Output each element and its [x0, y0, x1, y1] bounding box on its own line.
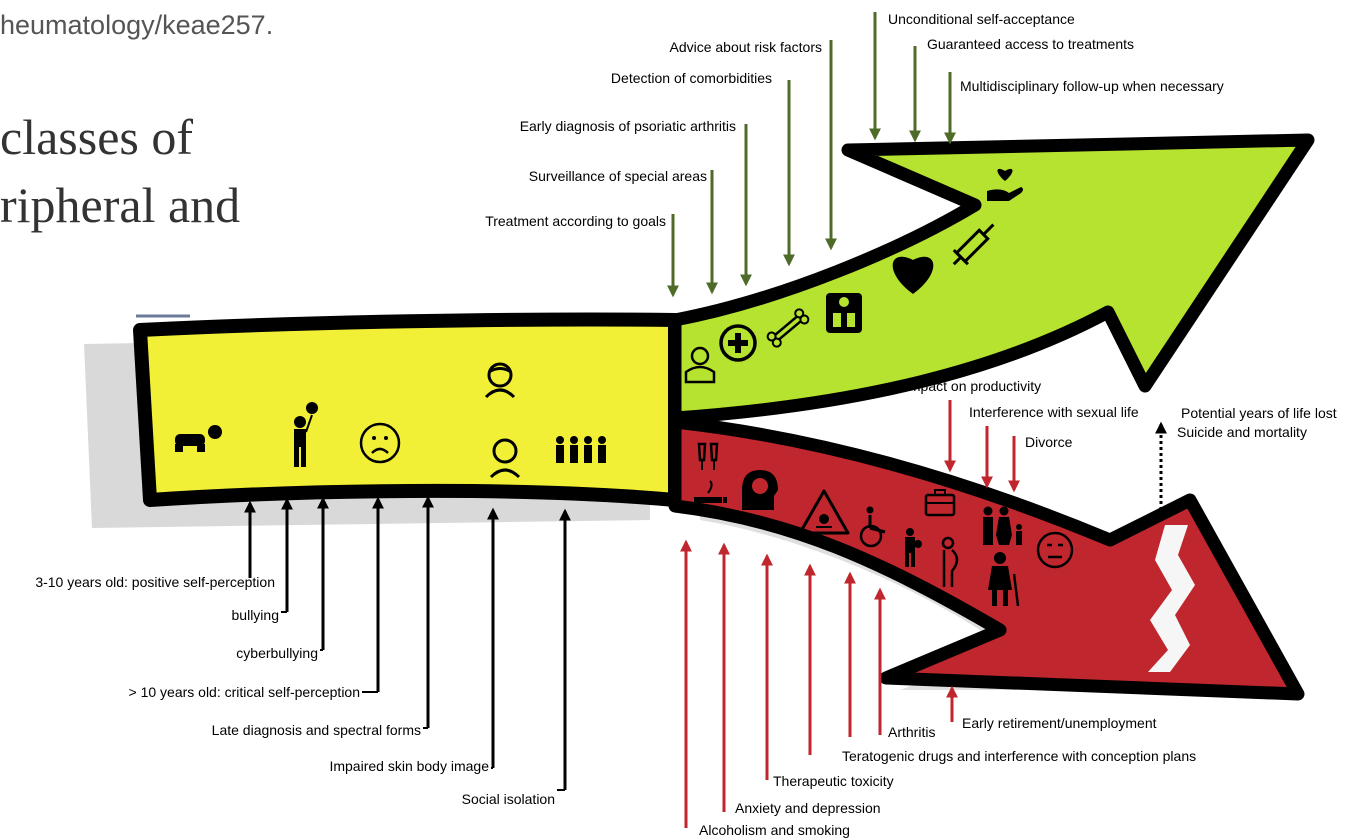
positive-factor-label: Guaranteed access to treatments	[927, 36, 1134, 52]
childhood-factor-label: 3-10 years old: positive self-perception	[35, 574, 275, 590]
smoking-icon	[694, 480, 727, 503]
negative-factor-label: Alcoholism and smoking	[699, 822, 850, 838]
negative-top-factor-label: Interference with sexual life	[969, 404, 1139, 420]
crawling-baby-icon	[175, 425, 222, 452]
negative-factor-label: Arthritis	[888, 724, 935, 740]
couple-with-child-icon	[983, 506, 1022, 545]
positive-branch	[668, 133, 1315, 425]
positive-factor-label: Multidisciplinary follow-up when necessa…	[960, 78, 1224, 94]
weighing-scale-icon	[826, 293, 862, 333]
negative-factor-label: Teratogenic drugs and interference with …	[842, 748, 1196, 764]
negative-branch	[668, 415, 1305, 701]
group-of-children-icon	[556, 436, 606, 463]
crack-mark	[1148, 525, 1195, 672]
negative-factor-label: Therapeutic toxicity	[773, 773, 894, 789]
pregnant-woman-icon	[941, 536, 959, 587]
positive-factor-label: Advice about risk factors	[669, 39, 822, 55]
positive-factor-label: Unconditional self-acceptance	[888, 11, 1075, 27]
neutral-face-icon	[1036, 531, 1074, 569]
girl-icon	[484, 362, 516, 399]
briefcase-icon	[924, 489, 956, 517]
brain-icon	[742, 470, 778, 510]
heart-icon	[892, 256, 934, 294]
positive-factor-label: Early diagnosis of psoriatic arthritis	[520, 118, 736, 134]
negative-top-factor-label: Impact on productivity	[905, 378, 1041, 394]
negative-top-factor-label: Divorce	[1025, 434, 1073, 450]
doi-reference: heumatology/keae257.	[0, 10, 274, 40]
drinks-toast-icon	[697, 442, 719, 470]
medical-cross-icon	[719, 324, 757, 362]
parent-with-baby-icon	[905, 528, 922, 567]
childhood-factor-label: Impaired skin body image	[329, 758, 489, 774]
childhood-band	[133, 312, 682, 507]
sad-face-icon	[359, 422, 401, 464]
childhood-factor-label: Social isolation	[462, 791, 555, 807]
childhood-factor-label: cyberbullying	[236, 645, 318, 661]
positive-factor-label: Treatment according to goals	[485, 213, 666, 229]
bone-icon	[766, 308, 810, 348]
caring-hand-heart-icon	[987, 168, 1023, 201]
childhood-factor-label: Late diagnosis and spectral forms	[212, 722, 421, 738]
toxic-warning-icon	[798, 489, 850, 535]
outcome-label: Suicide and mortality	[1177, 424, 1307, 440]
boy-icon	[489, 438, 521, 479]
child-with-balloon-icon	[294, 402, 318, 467]
syringe-icon	[952, 223, 995, 266]
positive-factor-label: Detection of comorbidities	[611, 70, 772, 86]
childhood-factor-label: bullying	[232, 607, 279, 623]
negative-factor-label: Early retirement/unemployment	[962, 715, 1157, 731]
elderly-person-icon	[988, 552, 1020, 607]
negative-factor-label: Anxiety and depression	[735, 800, 881, 816]
title-line-2: ripheral and	[0, 177, 241, 233]
childhood-factor-label: > 10 years old: critical self-perception	[129, 684, 361, 700]
wheelchair-icon	[859, 506, 886, 548]
factor-annotations: 3-10 years old: positive self-perception…	[35, 11, 1336, 838]
positive-factor-label: Surveillance of special areas	[529, 168, 707, 184]
title-line-1: classes of	[0, 109, 193, 165]
doctor-icon	[684, 346, 716, 384]
outcome-label: Potential years of life lost	[1181, 405, 1337, 421]
